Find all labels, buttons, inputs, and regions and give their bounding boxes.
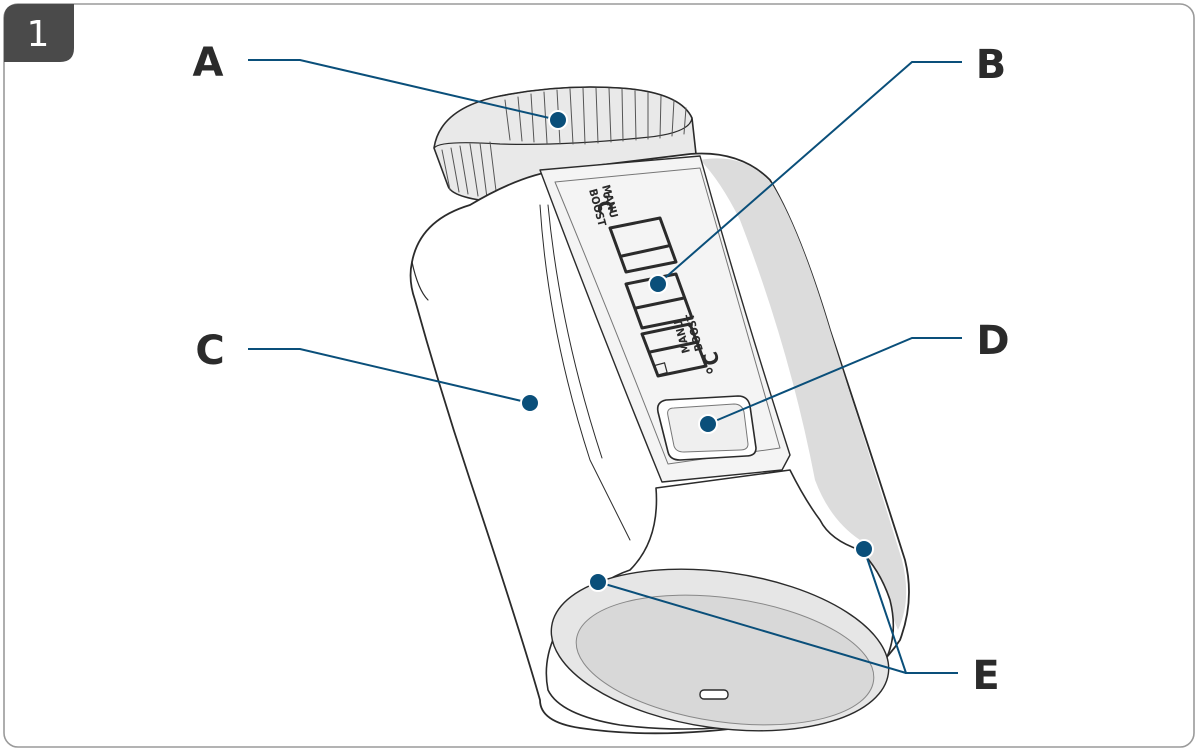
callout-label-d: D [976,318,1009,364]
lcd-labels: MANU BOOST °C MANU BOOST °C [586,183,727,377]
callout-label-b: B [976,42,1007,88]
leader-d [707,337,962,425]
housing-shade [700,158,907,630]
callout-label-e: E [972,653,999,699]
leader-e1 [597,581,907,674]
dot-c [520,393,540,413]
base-slot [699,689,729,700]
callout-labels: A B C D E [193,40,1010,699]
leader-a [248,59,559,121]
dot-d [698,414,718,434]
dot-e2 [854,539,874,559]
ring-knurling [441,87,687,200]
figure-number: 1 [27,14,50,55]
leader-lines [248,59,962,674]
callout-label-a: A [193,40,224,86]
leader-e2 [863,548,958,674]
dot-b [648,274,668,294]
leader-b [657,61,962,285]
lcd-window-icon [654,362,668,376]
leader-c [248,348,531,404]
callout-dots [520,110,874,592]
dot-a [548,110,568,130]
thermostat-device [409,86,910,735]
lcd-segments [608,216,708,378]
callout-label-c: C [195,328,224,374]
dot-e1 [588,572,608,592]
figure-number-badge: 1 [4,4,74,62]
